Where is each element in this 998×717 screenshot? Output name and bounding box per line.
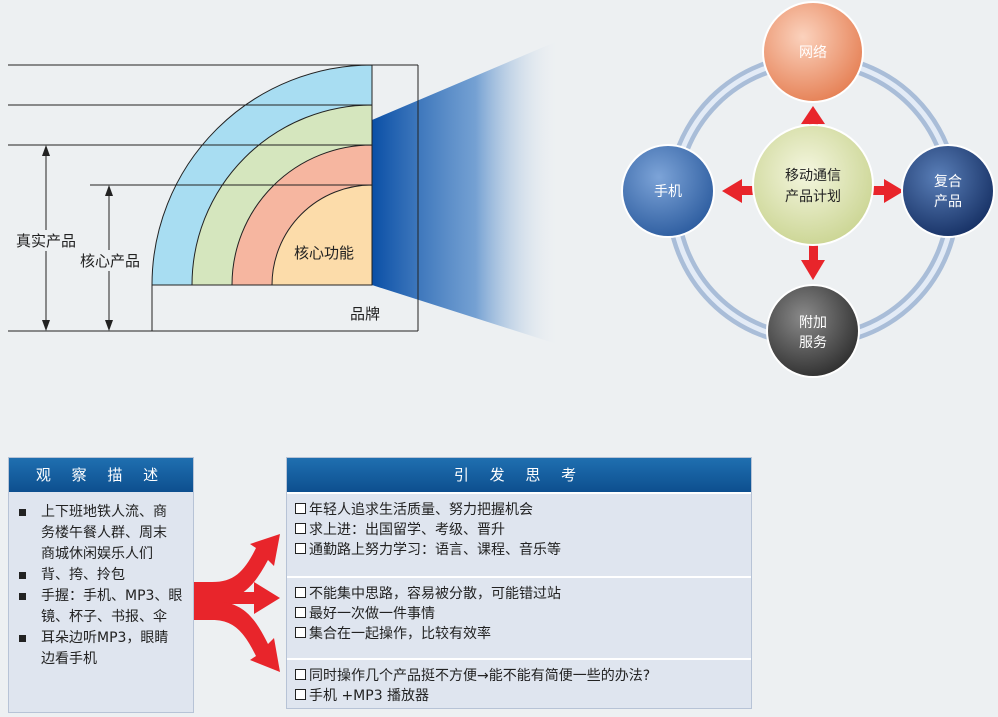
list-item: 手握：手机、MP3、眼 镜、杯子、书报、伞: [19, 586, 185, 628]
node-center-label-2: 产品计划: [785, 189, 841, 205]
bullet-icon: [19, 572, 26, 579]
brand-label: 品牌: [350, 305, 381, 323]
list-item: 同时操作几个产品挺不方便→能不能有简便一些的办法?: [295, 666, 751, 686]
node-compound-label-2: 产品: [934, 194, 962, 210]
node-network: [762, 1, 864, 103]
node-service-label-1: 附加: [799, 315, 827, 331]
list-item: 求上进：出国留学、考级、晋升: [295, 520, 751, 540]
observation-list: 上下班地铁人流、商 务楼午餐人群、周末 商城休闲娱乐人们 背、挎、拎包 手握：手…: [9, 492, 193, 670]
thinking-group: 同时操作几个产品挺不方便→能不能有简便一些的办法? 手机 +MP3 播放器: [287, 658, 751, 710]
thinking-panel: 引 发 思 考 年轻人追求生活质量、努力把握机会 求上进：出国留学、考级、晋升 …: [286, 457, 752, 709]
list-item: 背、挎、拎包: [19, 565, 185, 586]
node-compound: [901, 144, 995, 238]
core-function-label: 核心功能: [294, 244, 355, 262]
node-center: [752, 124, 874, 246]
observation-panel: 观 察 描 述 上下班地铁人流、商 务楼午餐人群、周末 商城休闲娱乐人们 背、挎…: [8, 457, 194, 713]
list-item: 年轻人追求生活质量、努力把握机会: [295, 500, 751, 520]
thinking-group: 不能集中思路，容易被分散，可能错过站 最好一次做一件事情 集合在一起操作，比较有…: [287, 576, 751, 658]
thinking-group: 年轻人追求生活质量、努力把握机会 求上进：出国留学、考级、晋升 通勤路上努力学习…: [287, 492, 751, 576]
node-center-label-1: 移动通信: [785, 168, 841, 184]
list-item: 集合在一起操作，比较有效率: [295, 624, 751, 644]
projection-beam: [372, 40, 560, 345]
product-levels-diagram: [8, 40, 560, 345]
checkbox-icon: [295, 587, 306, 598]
list-item: 手机 +MP3 播放器: [295, 686, 751, 706]
bullet-icon: [19, 509, 26, 516]
mobile-plan-diagram: 网络 手机 复合 产品 附加 服务 移动通信 产品计划: [621, 1, 995, 378]
bullet-icon: [19, 635, 26, 642]
branch-arrow: [194, 534, 280, 672]
list-item: 上下班地铁人流、商 务楼午餐人群、周末 商城休闲娱乐人们: [19, 502, 185, 565]
checkbox-icon: [295, 669, 306, 680]
node-network-label: 网络: [799, 45, 827, 61]
node-service: [766, 284, 860, 378]
checkbox-icon: [295, 627, 306, 638]
checkbox-icon: [295, 689, 306, 700]
observation-title: 观 察 描 述: [9, 458, 193, 492]
checkbox-icon: [295, 543, 306, 554]
list-item: 不能集中思路，容易被分散，可能错过站: [295, 584, 751, 604]
bullet-icon: [19, 593, 26, 600]
node-phone: [621, 144, 715, 238]
real-product-label: 真实产品: [14, 230, 79, 251]
checkbox-icon: [295, 523, 306, 534]
node-compound-label-1: 复合: [934, 173, 962, 190]
checkbox-icon: [295, 607, 306, 618]
list-item: 耳朵边听MP3，眼睛 边看手机: [19, 628, 185, 670]
checkbox-icon: [295, 503, 306, 514]
list-item: 最好一次做一件事情: [295, 604, 751, 624]
node-service-label-2: 服务: [799, 335, 827, 351]
node-phone-label: 手机: [654, 184, 682, 200]
thinking-title: 引 发 思 考: [287, 458, 751, 492]
list-item: 通勤路上努力学习：语言、课程、音乐等: [295, 540, 751, 560]
core-product-label: 核心产品: [78, 250, 143, 271]
